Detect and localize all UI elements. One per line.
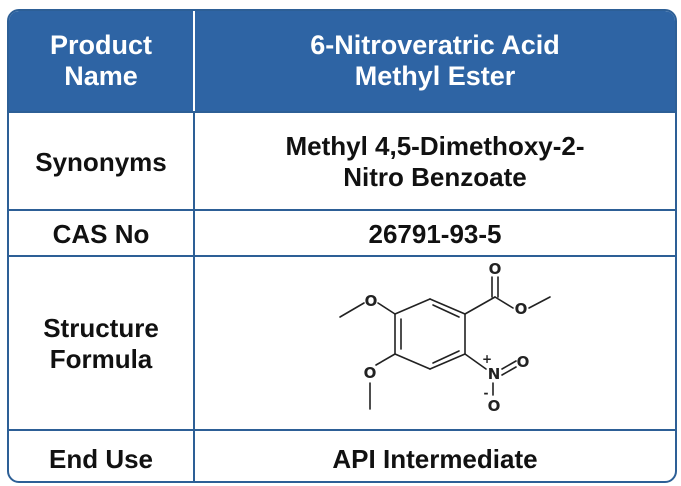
synonyms-row: Synonyms Methyl 4,5-Dimethoxy-2-Nitro Be… [9, 111, 675, 211]
cas-value: 26791-93-5 [368, 218, 502, 249]
ring-double-bond [432, 304, 460, 318]
methoxy-bond [375, 353, 396, 366]
ring-bond [429, 353, 466, 370]
ring-bond [394, 353, 431, 370]
atom-nitrogen: N [488, 365, 501, 383]
product-name-label: Product Name [9, 11, 195, 111]
end-use-row: End Use API Intermediate [9, 429, 675, 481]
nitro-double-bond [501, 360, 517, 370]
atom-nitro-o-right: O [517, 353, 530, 371]
synonyms-label: Synonyms [9, 113, 195, 211]
end-use-label: End Use [9, 431, 195, 481]
product-name-value: 6-Nitroveratric Acid Methyl Ester [310, 30, 560, 91]
cas-row: CAS No 26791-93-5 [9, 209, 675, 257]
cas-label: CAS No [9, 211, 195, 257]
atom-ester-o: O [515, 300, 528, 318]
atom-methoxy-top-o: O [365, 292, 378, 310]
structure-cell: O O O O N + O O - [195, 257, 675, 431]
ring-bond [429, 298, 466, 315]
methoxy-methyl-bond [339, 302, 365, 318]
ester-bond [464, 296, 496, 315]
charge-plus: + [482, 352, 492, 366]
charge-minus: - [484, 386, 489, 400]
atom-carbonyl-o: O [489, 260, 502, 278]
ester-methyl-bond [528, 296, 551, 309]
synonyms-value: Methyl 4,5-Dimethoxy-2-Nitro Benzoate [285, 131, 585, 192]
atom-methoxy-bottom-o: O [364, 364, 377, 382]
ring-double-bond [432, 350, 460, 364]
nitro-double-bond [501, 366, 517, 376]
header-row: Product Name 6-Nitroveratric Acid Methyl… [9, 11, 675, 111]
structure-row: Structure Formula [9, 255, 675, 431]
ester-o-bond [494, 296, 514, 309]
atom-nitro-o-bottom: O [488, 397, 501, 415]
ring-bond [394, 298, 431, 315]
product-info-table: Product Name 6-Nitroveratric Acid Methyl… [7, 9, 677, 483]
structure-formula-image: O O O O N + O O - [339, 260, 551, 415]
methoxy-bond [377, 302, 396, 315]
end-use-value: API Intermediate [332, 443, 538, 474]
nitro-bond [464, 353, 487, 370]
structure-label: Structure Formula [9, 257, 195, 431]
